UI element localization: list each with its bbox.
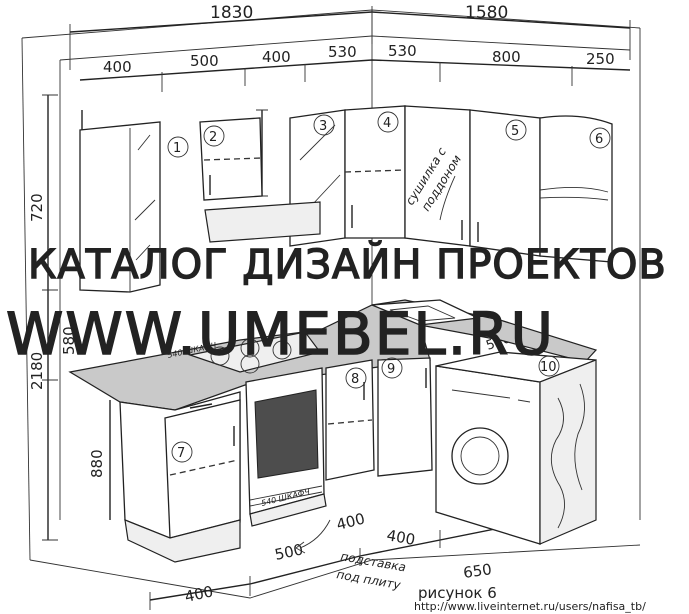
dim-left-height-total: 2180 — [28, 352, 46, 390]
hob — [187, 331, 322, 374]
module-2: 2 — [209, 130, 217, 145]
module-7: 7 — [177, 446, 185, 461]
module-1: 1 — [173, 141, 181, 156]
note-arrows — [295, 175, 456, 554]
watermark-line2: WWW.UMEBEL.RU — [6, 300, 555, 368]
module-6: 6 — [595, 132, 603, 147]
source-url: http://www.liveinternet.ru/users/nafisa_… — [414, 600, 646, 613]
dimension-lines — [42, 6, 631, 610]
wall-lines — [21, 9, 641, 599]
dim-wall-cabinet-height: 720 — [28, 193, 46, 222]
module-markers: 1 2 3 4 5 6 7 8 9 10 — [167, 111, 611, 463]
plinths — [124, 493, 327, 563]
dim-bottom-1: 500 — [273, 540, 305, 564]
dim-bottom-3: 400 — [385, 526, 416, 549]
dim-top-left-total: 1830 — [210, 3, 253, 23]
module-9: 9 — [387, 362, 395, 377]
dim-upper-3: 530 — [328, 43, 357, 61]
module-8: 8 — [351, 372, 359, 387]
dim-bottom-2: 400 — [335, 509, 367, 533]
dim-bottom-4: 650 — [462, 560, 493, 582]
watermark-line1: КАТАЛОГ ДИЗАЙН ПРОЕКТОВ — [28, 240, 667, 288]
dim-upper-6: 250 — [586, 50, 615, 68]
figure-caption: рисунок 6 — [418, 584, 497, 602]
dim-base-height: 880 — [88, 449, 106, 478]
washing-machine — [435, 351, 597, 545]
module-4: 4 — [383, 116, 391, 131]
module-10: 10 — [540, 360, 557, 375]
dim-upper-1: 500 — [190, 52, 219, 70]
base-cabinets — [119, 357, 433, 541]
dim-upper-4: 530 — [388, 42, 417, 60]
upper-cabinets — [79, 105, 613, 293]
module-3: 3 — [319, 119, 327, 134]
module-5: 5 — [511, 124, 519, 139]
dim-upper-5: 800 — [492, 48, 521, 66]
dim-upper-2: 400 — [262, 48, 291, 66]
dim-top-right-total: 1580 — [465, 3, 508, 23]
dim-gap-height: 580 — [60, 326, 78, 355]
dim-upper-0: 400 — [103, 58, 132, 76]
dim-bottom-0: 400 — [183, 582, 215, 606]
